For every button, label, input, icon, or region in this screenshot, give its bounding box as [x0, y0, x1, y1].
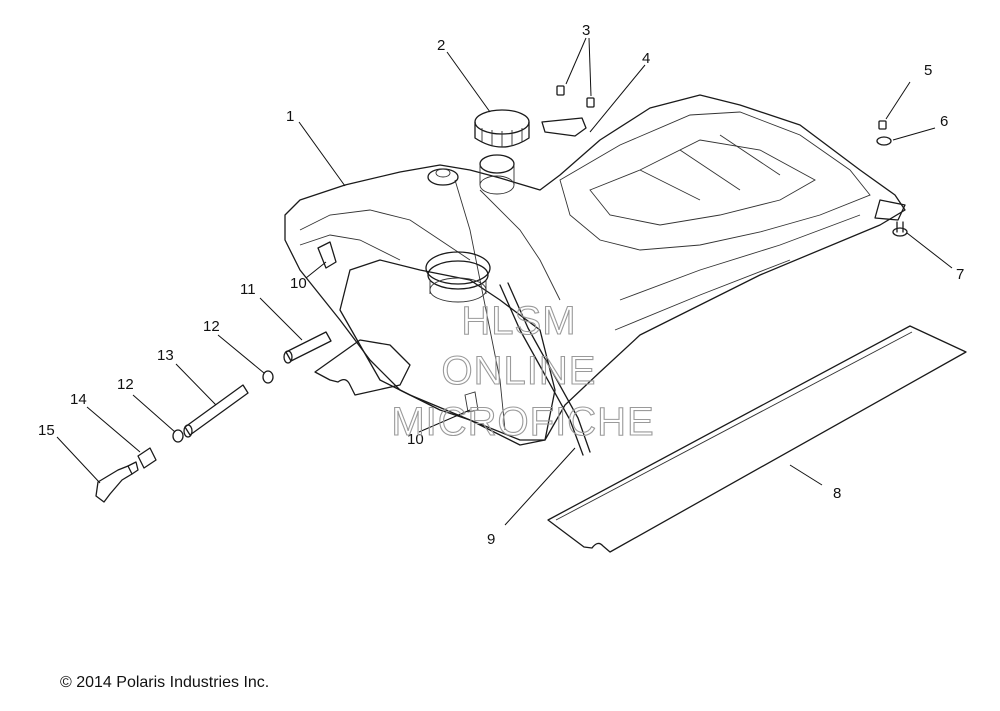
fuel-tank-part — [284, 94, 906, 446]
leader-lines — [56, 37, 953, 526]
callout-15: 15 — [38, 422, 55, 439]
watermark-line-2: ONLINE — [442, 349, 597, 393]
callout-12-lower: 12 — [117, 376, 134, 393]
vent-hose-part — [499, 282, 591, 456]
callout-14: 14 — [70, 391, 87, 408]
callout-13: 13 — [157, 347, 174, 364]
watermark: HLSM ONLINE MICROFICHE — [391, 298, 654, 444]
screw-parts — [556, 85, 595, 108]
fuel-cap-part — [474, 109, 530, 148]
callout-9: 9 — [487, 531, 495, 548]
callout-10-upper: 10 — [290, 275, 307, 292]
callout-6: 6 — [940, 113, 948, 130]
callout-8: 8 — [833, 485, 841, 502]
callout-labels: 1 2 3 4 5 6 7 8 9 10 10 11 12 12 13 14 1… — [38, 22, 964, 548]
watermark-line-1: HLSM — [461, 299, 576, 343]
callout-3: 3 — [582, 22, 590, 39]
callout-10-lower: 10 — [407, 431, 424, 448]
callout-12-upper: 12 — [203, 318, 220, 335]
callout-4: 4 — [642, 50, 650, 67]
bracket-part — [541, 117, 587, 137]
callout-5: 5 — [924, 62, 932, 79]
callout-11: 11 — [240, 281, 256, 298]
heat-shield-part — [547, 325, 967, 553]
callout-7: 7 — [956, 266, 964, 283]
fuel-line-fittings — [95, 331, 332, 503]
copyright-notice: © 2014 Polaris Industries Inc. — [60, 674, 270, 691]
callout-1: 1 — [286, 108, 294, 125]
watermark-line-3: MICROFICHE — [391, 400, 654, 444]
callout-2: 2 — [437, 37, 445, 54]
hardware-parts — [876, 120, 908, 237]
